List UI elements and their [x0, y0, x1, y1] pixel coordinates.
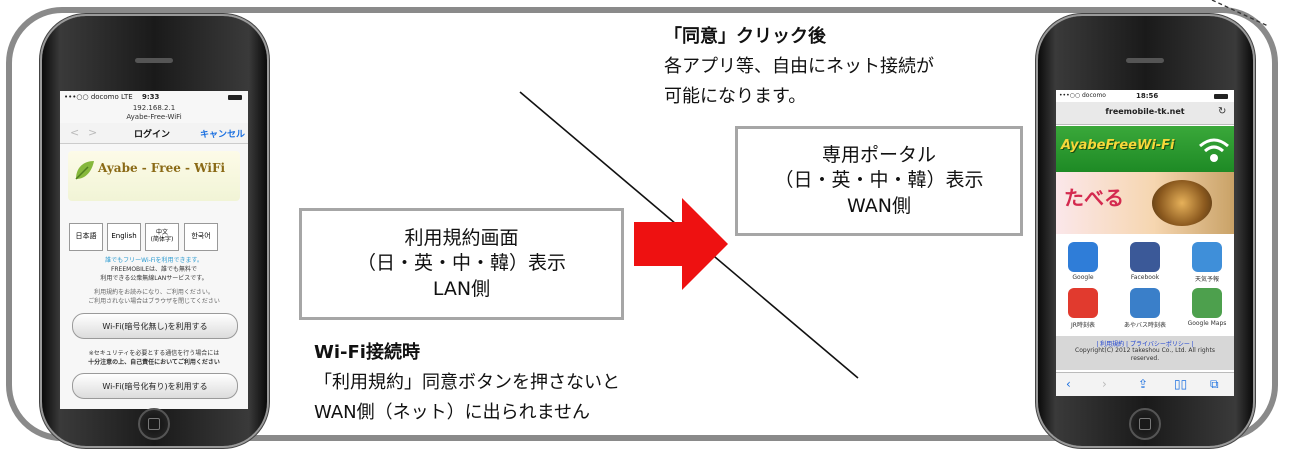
right-phone-screen: •••○○ docomo 18:56 freemobile-tk.net ↻ A…: [1056, 90, 1234, 396]
phone-speaker: [1126, 58, 1164, 63]
lang-english-button[interactable]: English: [107, 223, 141, 251]
wan-portal-box: 専用ポータル （日・英・中・韓）表示 WAN側: [735, 126, 1023, 236]
wan-box-line-3: WAN側: [847, 194, 911, 217]
terms-line-1: 利用規約をお読みになり、ご利用ください。: [94, 289, 214, 296]
back-icon[interactable]: ‹: [1066, 377, 1071, 391]
status-carrier: •••○○ docomo LTE: [64, 93, 133, 101]
leaf-icon: [75, 161, 94, 180]
security-line-1: ※セキュリティを必要とする通信を行う場合には: [88, 350, 220, 357]
bus-timetable-app-label: あやバス時刻表: [1123, 322, 1166, 329]
weather-app-label: 天気予報: [1194, 276, 1219, 283]
google-maps-app-label: Google Maps: [1187, 320, 1227, 327]
wan-box-line-1: 専用ポータル: [821, 143, 936, 166]
bus-timetable-app-icon[interactable]: [1130, 288, 1160, 318]
lang-korean-button[interactable]: 한국어: [184, 223, 218, 251]
intro-line-1: FREEMOBILEは、誰でも無料で: [110, 266, 198, 273]
address-bar[interactable]: freemobile-tk.net ↻: [1056, 102, 1234, 125]
url-ssid: Ayabe-Free-WiFi: [126, 113, 182, 121]
portal-banner: AyabeFreeWi-Fi: [1056, 126, 1234, 172]
red-arrow-icon: [634, 198, 728, 290]
facebook-app-icon[interactable]: [1130, 242, 1160, 272]
nav-bar: < > ログイン キャンセル: [60, 123, 248, 144]
forward-icon[interactable]: >: [88, 126, 98, 139]
footer-copyright: Copyright(C) 2012 takeshou Co., Ltd. All…: [1075, 347, 1215, 362]
cancel-button[interactable]: キャンセル: [200, 130, 246, 140]
after-agree-line-1: 各アプリ等、自由にネット接続が: [664, 56, 934, 77]
google-app-label: Google: [1072, 274, 1094, 281]
left-phone: •••○○ docomo LTE 9:33 192.168.2.1 Ayabe-…: [42, 16, 267, 446]
nav-title: ログイン: [134, 130, 171, 140]
status-carrier: •••○○ docomo: [1059, 92, 1106, 99]
google-maps-app-icon[interactable]: [1192, 288, 1222, 318]
food-banner[interactable]: たべる: [1056, 172, 1234, 234]
outer-frame: [6, 7, 1278, 441]
lang-japanese-button[interactable]: 日本語: [69, 223, 103, 251]
status-time: 18:56: [1136, 92, 1159, 100]
banner-text: AyabeFreeWi-Fi: [1061, 138, 1175, 153]
share-icon[interactable]: ⇪: [1138, 377, 1149, 391]
battery-icon: [1214, 94, 1228, 99]
jr-timetable-app-icon[interactable]: [1068, 288, 1098, 318]
battery-icon: [228, 95, 242, 100]
url-address: 192.168.2.1: [132, 104, 176, 112]
home-button[interactable]: [1129, 408, 1161, 440]
facebook-app-label: Facebook: [1130, 274, 1160, 281]
tabs-icon[interactable]: ⧉: [1210, 377, 1219, 391]
wifi-icon: [1199, 138, 1229, 162]
weather-app-icon[interactable]: [1192, 242, 1222, 272]
wan-box-line-2: （日・英・中・韓）表示: [774, 169, 984, 192]
wifi-connect-title: Wi-Fi接続時: [314, 342, 420, 363]
browser-toolbar: ‹ › ⇪ ▯▯ ⧉: [1056, 372, 1234, 396]
after-agree-line-2: 可能になります。: [664, 86, 807, 107]
right-phone: •••○○ docomo 18:56 freemobile-tk.net ↻ A…: [1038, 16, 1253, 446]
lan-box-line-3: LAN側: [432, 277, 491, 300]
reload-icon[interactable]: ↻: [1218, 106, 1227, 117]
status-time: 9:33: [142, 93, 160, 101]
after-agree-title: 「同意」クリック後: [664, 26, 826, 47]
home-button[interactable]: [138, 408, 170, 440]
jr-timetable-app-label: JR時刻表: [1071, 322, 1095, 329]
google-app-icon[interactable]: [1068, 242, 1098, 272]
security-line-2: 十分注意の上、自己責任においてご利用ください: [88, 359, 220, 366]
wifi-connect-line-1: 「利用規約」同意ボタンを押さないと: [314, 372, 620, 393]
wifi-no-encryption-button[interactable]: Wi-Fi(暗号化無し)を利用する: [72, 313, 238, 339]
food-label: たべる: [1064, 186, 1124, 210]
address-url: freemobile-tk.net: [1105, 107, 1185, 116]
food-image: [1152, 180, 1212, 226]
portal-footer: | 利用規約 | プライバシーポリシー | Copyright(C) 2012 …: [1056, 336, 1234, 370]
footer-links[interactable]: | 利用規約 | プライバシーポリシー |: [1096, 341, 1194, 348]
lang-chinese-button[interactable]: 中文 (简体字): [145, 223, 179, 251]
lan-box-line-2: （日・英・中・韓）表示: [356, 252, 566, 275]
lan-box-line-1: 利用規約画面: [404, 226, 519, 249]
logo-text: Ayabe - Free - WiFi: [98, 161, 226, 175]
bookmarks-icon[interactable]: ▯▯: [1174, 377, 1188, 391]
wifi-encryption-button[interactable]: Wi-Fi(暗号化有り)を利用する: [72, 373, 238, 399]
ayabe-logo: Ayabe - Free - WiFi: [68, 151, 240, 201]
intro-line-2: 利用できる公衆無線LANサービスです。: [100, 275, 208, 282]
terms-line-2: ご利用されない場合はブラウザを閉じてください: [88, 298, 220, 305]
back-icon[interactable]: <: [70, 126, 80, 139]
wifi-connect-line-2: WAN側（ネット）に出られません: [314, 402, 591, 423]
forward-icon[interactable]: ›: [1102, 377, 1107, 391]
lan-terms-box: 利用規約画面 （日・英・中・韓）表示 LAN側: [299, 208, 624, 320]
intro-highlight: 誰でもフリーWi-Fiを利用できます。: [105, 257, 203, 264]
left-phone-screen: •••○○ docomo LTE 9:33 192.168.2.1 Ayabe-…: [60, 91, 248, 409]
phone-speaker: [135, 58, 173, 63]
